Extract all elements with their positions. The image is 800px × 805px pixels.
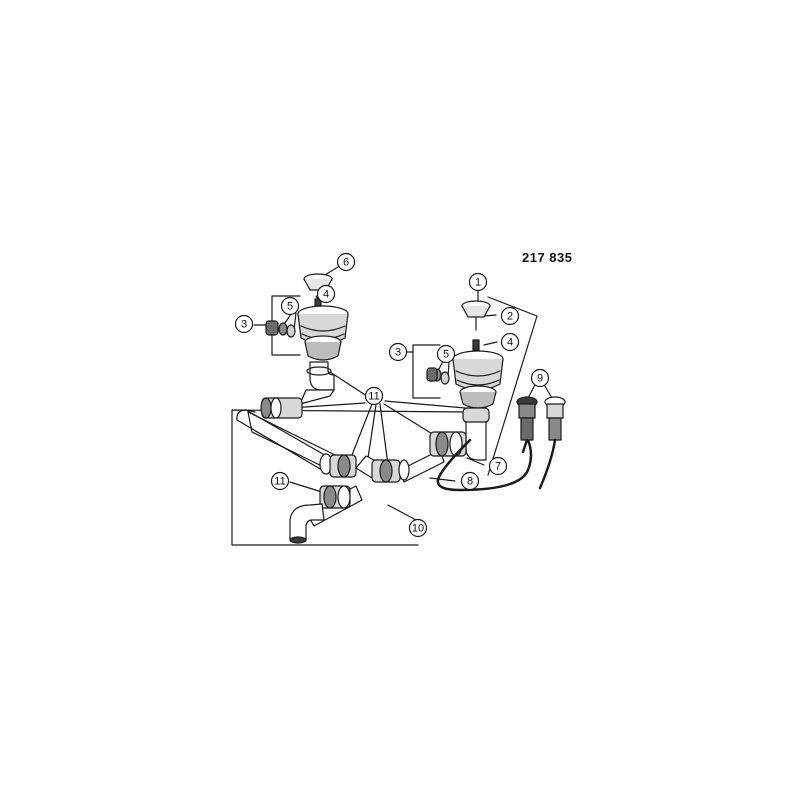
left-pipe — [236, 409, 336, 475]
callout-4a: 4 — [316, 284, 336, 304]
callout-circle — [488, 456, 508, 476]
remote-knobs — [516, 396, 566, 490]
callout-label: 2 — [507, 311, 513, 323]
callout-1: 1 — [468, 272, 488, 292]
callout-circle — [316, 284, 336, 304]
overflow-cable — [436, 438, 533, 492]
callout-7: 7 — [488, 456, 508, 476]
callout-11b: 11 — [270, 471, 290, 491]
callout-layer: 1 2 3 3 4 4 5 5 6 7 8 9 10 11 11 — [234, 252, 550, 538]
callout-label: 9 — [537, 373, 543, 385]
callout-circle — [280, 296, 300, 316]
callout-10: 10 — [408, 518, 428, 538]
callout-circle — [270, 471, 290, 491]
callout-11a: 11 — [364, 386, 384, 406]
callout-label: 4 — [323, 289, 329, 301]
callout-circle — [460, 471, 480, 491]
callout-label: 3 — [395, 347, 401, 359]
callout-label: 3 — [241, 319, 247, 331]
callout-9: 9 — [530, 368, 550, 388]
callout-circle — [468, 272, 488, 292]
bracket-lines — [231, 289, 538, 546]
right-strainer-assembly — [426, 300, 504, 461]
callout-2: 2 — [500, 306, 520, 326]
callout-label: 8 — [467, 476, 473, 488]
callout-label: 10 — [412, 523, 424, 535]
callout-5b: 5 — [436, 344, 456, 364]
callout-label: 5 — [443, 349, 449, 361]
callout-4b: 4 — [500, 332, 520, 352]
callout-circle — [336, 252, 356, 272]
callout-label: 11 — [274, 476, 285, 488]
callout-circle — [500, 332, 520, 352]
callout-label: 4 — [507, 337, 513, 349]
callout-label: 1 — [475, 277, 481, 289]
callout-5a: 5 — [280, 296, 300, 316]
callout-circle — [364, 386, 384, 406]
upper-pipe — [260, 389, 335, 419]
callout-circle — [530, 368, 550, 388]
left-strainer-assembly — [265, 273, 349, 391]
callout-6: 6 — [336, 252, 356, 272]
callout-circle — [500, 306, 520, 326]
middle-connectors — [329, 431, 467, 483]
callout-label: 5 — [287, 301, 293, 313]
callout-circle — [234, 314, 254, 334]
callout-label: 7 — [495, 461, 501, 473]
callout-circle — [408, 518, 428, 538]
callout-3b: 3 — [388, 342, 408, 362]
callout-label: 6 — [343, 257, 349, 269]
callout-circle — [388, 342, 408, 362]
lower-pipe — [289, 485, 363, 544]
part-number: 217 835 — [522, 250, 573, 265]
callout-3a: 3 — [234, 314, 254, 334]
callout-label: 11 — [368, 391, 379, 403]
callout-circle — [436, 344, 456, 364]
callout-8: 8 — [460, 471, 480, 491]
